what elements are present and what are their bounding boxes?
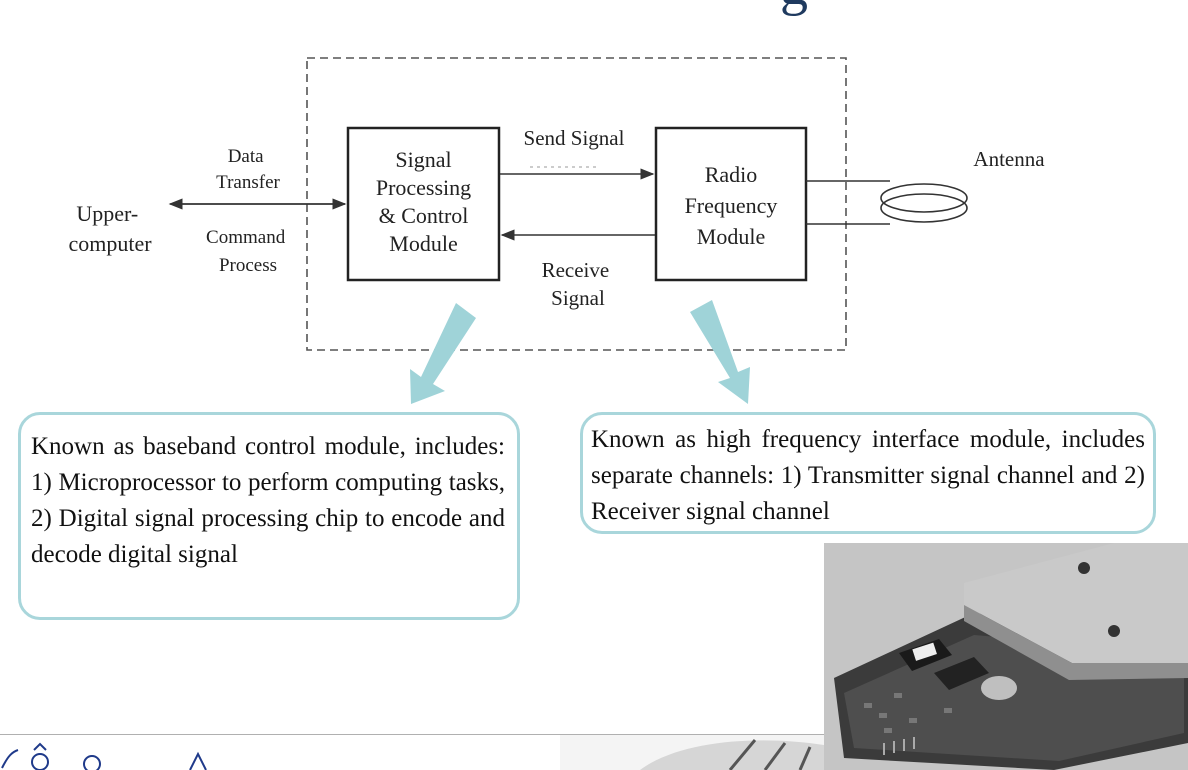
antenna-coil-icon (880, 183, 968, 223)
crown-crest-icon (0, 742, 260, 770)
signal-module-line-3: & Control (378, 203, 469, 228)
rf-module-line-2: Frequency (684, 193, 778, 218)
signal-module-line-4: Module (389, 231, 458, 256)
pointer-arrow-left (410, 303, 476, 404)
rf-module-line-1: Radio (704, 162, 758, 187)
data-transfer-label: Data Transfer (216, 146, 280, 193)
pointer-arrow-right (690, 300, 750, 404)
rf-callout: Known as high frequency interface module… (580, 412, 1156, 534)
rf-module-box (654, 126, 808, 282)
baseband-callout-text: Known as baseband control module, includ… (31, 433, 505, 568)
rf-module-line-3: Module (696, 224, 766, 249)
signal-module-line-2: Processing (375, 175, 472, 200)
baseband-callout: Known as baseband control module, includ… (18, 412, 520, 620)
footer-divider (0, 734, 824, 735)
receive-signal-label: Receive Signal (542, 258, 615, 310)
command-process-label: Command Process (206, 227, 290, 276)
rf-module-text: Radio Frequency Module (656, 159, 806, 252)
signal-module-line-1: Signal (395, 147, 452, 172)
send-signal-label: Send Signal (524, 126, 625, 150)
rf-callout-text: Known as high frequency interface module… (591, 426, 1145, 525)
slide-title-fragment: g (780, 0, 808, 14)
signal-processing-module-text: Signal Processing & Control Module (348, 146, 499, 258)
upper-computer-label: Upper- computer (68, 201, 152, 256)
rfid-reader-board-photo (824, 543, 1188, 770)
signal-processing-box (346, 126, 501, 282)
antenna-label: Antenna (973, 147, 1045, 171)
footer-clock-decoration (560, 735, 824, 770)
